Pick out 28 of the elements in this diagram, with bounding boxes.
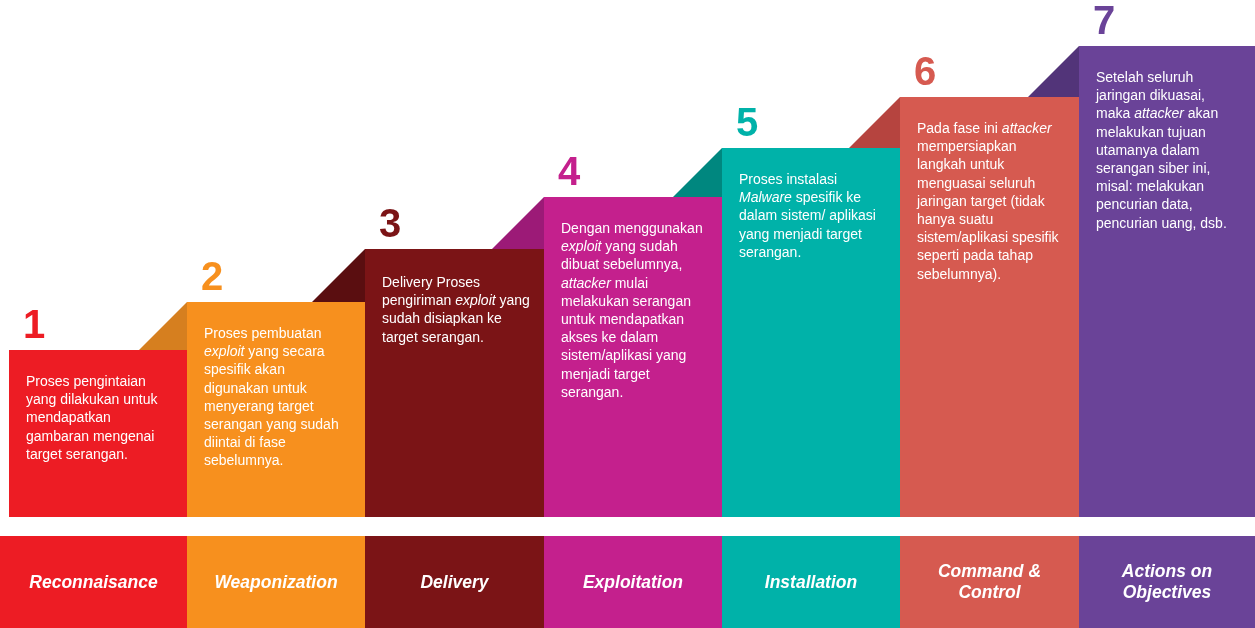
- phase-name: Actions on Objectives: [1120, 561, 1214, 603]
- phase-bar: [544, 536, 722, 628]
- step-description: Dengan menggunakan exploit yang sudah dibuat sebelumnya, attacker mulai melakukan serangan untuk mendapatkan akses ke dalam sistem/aplikasi yang menjadi target serangan.: [561, 219, 704, 402]
- phase-name: Installation: [764, 571, 858, 593]
- step-description: Proses instalasi Malware spesifik ke dalam sistem/ aplikasi yang menjadi target serangan.: [739, 170, 877, 261]
- phase-bar: [1079, 536, 1255, 628]
- step-number: 3: [379, 203, 402, 243]
- step-number: 1: [23, 304, 46, 344]
- step-description: Proses pengintaian yang dilakukan untuk mendapatkan gambaran mengenai target serangan.: [26, 372, 159, 463]
- step-description: Delivery Proses pengiriman exploit yang sudah disiapkan ke target serangan.: [382, 273, 531, 346]
- phase-bar: [0, 536, 187, 628]
- phase-name: Exploitation: [582, 571, 684, 593]
- step-description: Pada fase ini attacker mempersiapkan langkah untuk menguasai seluruh jaringan target (tidak hanya suatu sistem/aplikasi spesifik seperti pada tahap sebelumnya).: [917, 119, 1060, 283]
- phase-name: Reconnaisance: [29, 571, 158, 593]
- phase-bar: [722, 536, 900, 628]
- step-description: Proses pembuatan exploit yang secara spesifik akan digunakan untuk menyerang target serangan yang sudah diintai di fase sebelumnya.: [204, 324, 340, 470]
- phase-bar: [900, 536, 1079, 628]
- step-description: Setelah seluruh jaringan dikuasai, maka attacker akan melakukan tujuan utamanya dalam serangan siber ini, misal: melakukan pencurian data, pencurian uang, dsb.: [1096, 68, 1228, 232]
- phase-name: Weaponization: [214, 571, 338, 593]
- phase-bar: [187, 536, 365, 628]
- step-number: 7: [1093, 0, 1116, 40]
- phase-bar: [365, 536, 544, 628]
- step-number: 6: [914, 51, 937, 91]
- step-number: 2: [201, 256, 224, 296]
- phase-name: Delivery: [420, 571, 489, 593]
- phase-name: Command & Control: [936, 561, 1043, 603]
- step-number: 4: [558, 151, 581, 191]
- step-number: 5: [736, 102, 759, 142]
